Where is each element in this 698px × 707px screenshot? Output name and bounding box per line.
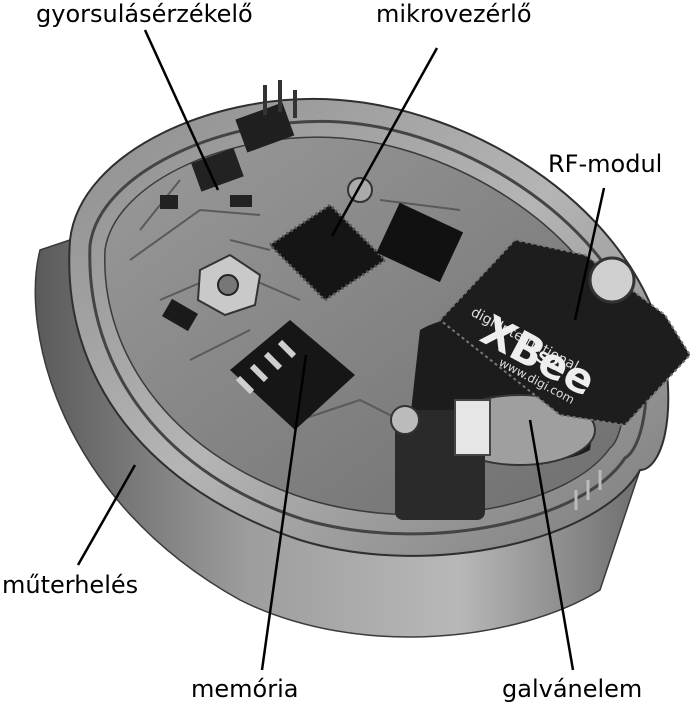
leader-lines [76,29,606,671]
label-enclosure: műterhelés [2,571,139,599]
standoff [162,253,262,332]
accelerometer-chip [160,80,297,209]
memory-chip [230,320,355,430]
leader-microcontroller [330,47,439,237]
label-microcontroller: mikrovezérlő [376,0,532,28]
label-battery: galvánelem [502,675,643,703]
leader-battery [528,419,575,671]
leader-accelerometer [143,29,220,191]
leader-enclosure [76,464,137,566]
label-accelerometer: gyorsulásérzékelő [36,0,253,28]
rf-module: digi International XBee S2 www.digi.com [438,238,692,510]
label-memory: memória [191,675,299,703]
leader-memory [260,354,308,671]
leader-rf-module [573,187,606,321]
label-rf-module: RF-modul [548,150,663,178]
